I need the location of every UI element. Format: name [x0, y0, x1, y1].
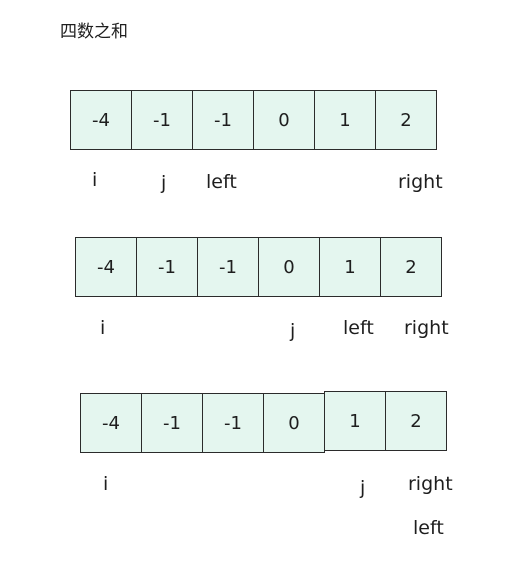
array-row-step-3: -4 -1 -1 0 1 2	[80, 391, 447, 453]
pointer-i: i	[100, 317, 106, 339]
array-cell: 0	[258, 237, 320, 297]
array-cell: -4	[75, 237, 137, 297]
array-row-step-1: -4 -1 -1 0 1 2	[70, 90, 437, 150]
array-cell: -4	[80, 393, 142, 453]
array-cell: -1	[141, 393, 203, 453]
array-cell: -1	[131, 90, 193, 150]
array-cell: -1	[197, 237, 259, 297]
array-cell: 1	[319, 237, 381, 297]
array-cell: 0	[253, 90, 315, 150]
array-cell: 1	[314, 90, 376, 150]
array-cell: 2	[385, 391, 447, 451]
pointer-left: left	[413, 517, 444, 539]
diagram-title: 四数之和	[60, 22, 128, 42]
pointer-i: i	[103, 473, 109, 495]
array-cell: -4	[70, 90, 132, 150]
pointer-right: right	[404, 317, 449, 339]
pointer-left: left	[343, 317, 374, 339]
array-cell: -1	[136, 237, 198, 297]
array-cell: 2	[380, 237, 442, 297]
array-cell: 2	[375, 90, 437, 150]
pointer-j: j	[161, 172, 167, 194]
array-cell: 0	[263, 393, 325, 453]
array-cell: -1	[202, 393, 264, 453]
array-row-step-2: -4 -1 -1 0 1 2	[75, 237, 442, 297]
pointer-j: j	[290, 320, 296, 342]
array-cell: 1	[324, 391, 386, 451]
pointer-right: right	[408, 473, 453, 495]
pointer-j: j	[360, 477, 366, 499]
pointer-left: left	[206, 171, 237, 193]
pointer-i: i	[92, 169, 98, 191]
array-cell: -1	[192, 90, 254, 150]
pointer-right: right	[398, 171, 443, 193]
